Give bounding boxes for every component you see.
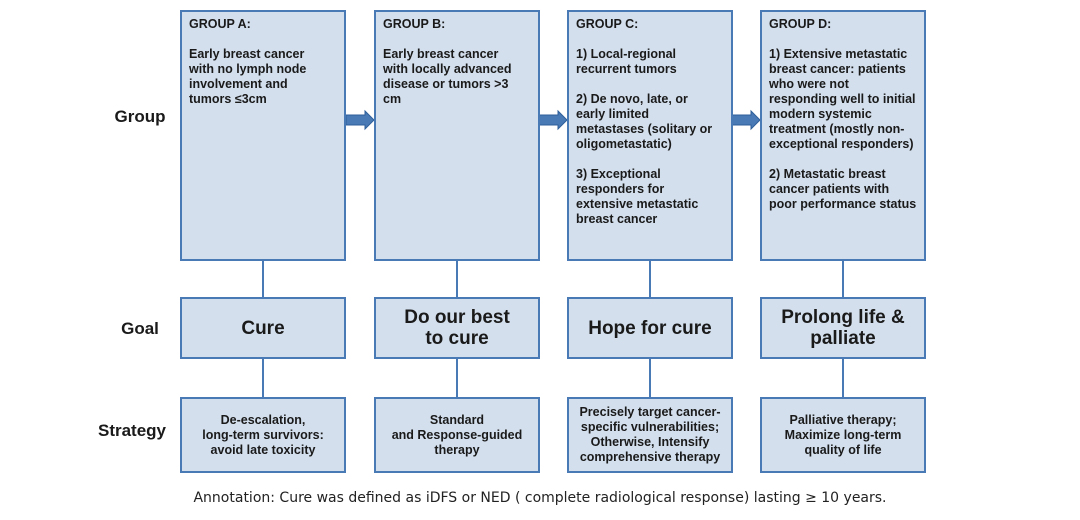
group-a-description: Early breast cancer with no lymph node i… xyxy=(189,47,307,106)
arrow-a-to-b xyxy=(345,109,375,131)
strategy-a-text: De-escalation, long-term survivors: avoi… xyxy=(202,412,324,457)
connector-c-bottom xyxy=(649,359,651,397)
strategy-a-box: De-escalation, long-term survivors: avoi… xyxy=(180,397,346,473)
connector-b-top xyxy=(456,261,458,297)
group-c-item-3: 3) Exceptional responders for extensive … xyxy=(576,167,699,226)
connector-c-top xyxy=(649,261,651,297)
strategy-b-box: Standard and Response-guided therapy xyxy=(374,397,540,473)
strategy-c-text: Precisely target cancer- specific vulner… xyxy=(579,405,721,464)
goal-b-text: Do our best to cure xyxy=(404,307,510,349)
group-d-box: GROUP D: 1) Extensive metastatic breast … xyxy=(760,10,926,261)
group-a-box: GROUP A: Early breast cancer with no lym… xyxy=(180,10,346,261)
row-label-strategy: Strategy xyxy=(97,421,167,440)
group-d-item-1: 1) Extensive metastatic breast cancer: p… xyxy=(769,47,916,151)
strategy-b-text: Standard and Response-guided therapy xyxy=(391,412,523,457)
goal-d-box: Prolong life & palliate xyxy=(760,297,926,359)
group-c-item-1: 1) Local-regional recurrent tumors xyxy=(576,47,677,76)
strategy-c-box: Precisely target cancer- specific vulner… xyxy=(567,397,733,473)
spacer xyxy=(576,77,724,92)
group-d-item-2: 2) Metastatic breast cancer patients wit… xyxy=(769,167,917,211)
annotation-text: Annotation: Cure was defined as iDFS or … xyxy=(193,490,887,506)
connector-b-bottom xyxy=(456,359,458,397)
goal-b-box: Do our best to cure xyxy=(374,297,540,359)
spacer xyxy=(769,152,917,167)
strategy-d-text: Palliative therapy; Maximize long-term q… xyxy=(784,412,902,457)
group-c-title: GROUP C: xyxy=(576,17,639,31)
group-b-description: Early breast cancer with locally advance… xyxy=(383,47,512,106)
spacer xyxy=(576,152,724,167)
group-a-title: GROUP A: xyxy=(189,17,251,31)
group-d-title: GROUP D: xyxy=(769,17,832,31)
connector-d-top xyxy=(842,261,844,297)
arrow-c-to-d xyxy=(731,109,761,131)
connector-d-bottom xyxy=(842,359,844,397)
goal-d-text: Prolong life & palliate xyxy=(781,307,905,349)
group-b-box: GROUP B: Early breast cancer with locall… xyxy=(374,10,540,261)
connector-a-bottom xyxy=(262,359,264,397)
group-c-item-2: 2) De novo, late, or early limited metas… xyxy=(576,92,713,151)
goal-a-text: Cure xyxy=(241,317,285,339)
strategy-d-box: Palliative therapy; Maximize long-term q… xyxy=(760,397,926,473)
goal-c-box: Hope for cure xyxy=(567,297,733,359)
connector-a-top xyxy=(262,261,264,297)
row-label-group: Group xyxy=(114,107,166,126)
group-c-box: GROUP C: 1) Local-regional recurrent tum… xyxy=(567,10,733,261)
goal-a-box: Cure xyxy=(180,297,346,359)
goal-c-text: Hope for cure xyxy=(588,317,712,339)
group-b-title: GROUP B: xyxy=(383,17,446,31)
arrow-b-to-c xyxy=(538,109,568,131)
row-label-goal: Goal xyxy=(121,319,159,338)
